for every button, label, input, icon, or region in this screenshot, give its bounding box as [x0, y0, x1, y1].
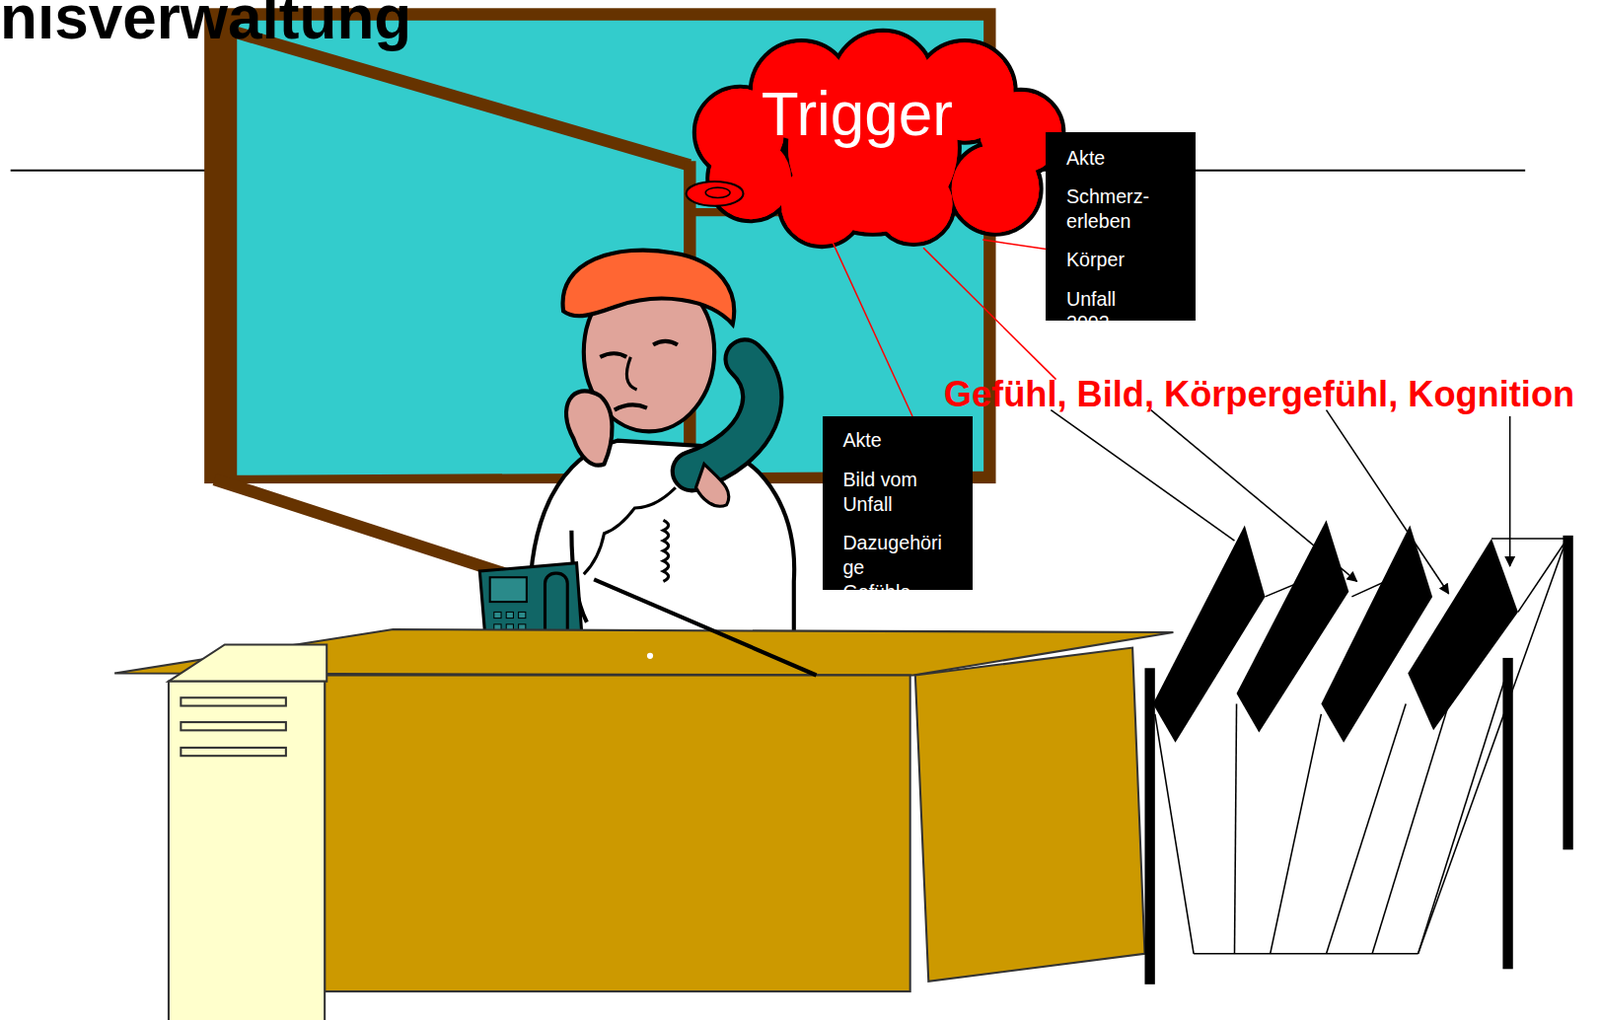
man-figure: [479, 250, 795, 670]
hand: [696, 463, 729, 507]
pointer-line: [1050, 410, 1235, 541]
thought-bubble: [705, 187, 730, 198]
file-card-line: Bild vom Unfall: [822, 467, 931, 517]
hair: [563, 250, 735, 325]
handset: [691, 359, 762, 472]
folder-tab: [1320, 525, 1433, 743]
tower-top: [168, 644, 327, 681]
drive-slot: [180, 697, 287, 706]
file-card-line: Akte: [1045, 145, 1154, 171]
folder-edge: [1270, 714, 1322, 954]
folder-edge: [1518, 540, 1567, 612]
folder-rail: [1502, 657, 1513, 969]
folder-tab: [1407, 538, 1519, 730]
folder-edge: [1155, 714, 1194, 954]
file-card: AkteBild vom UnfallDazugehöri ge Gefühle: [822, 416, 973, 590]
pointer-line: [1326, 410, 1450, 594]
thought-bubble: [685, 181, 743, 207]
phone-key: [506, 611, 513, 618]
eye: [653, 341, 678, 346]
folder-rail: [1144, 667, 1155, 985]
diagram-title: nisverwaltung: [0, 0, 412, 54]
hand: [566, 390, 612, 465]
handset-outline: [691, 359, 762, 472]
folder-rail: [1562, 535, 1573, 850]
desk-dot: [647, 653, 654, 659]
file-card-line: Akte: [822, 428, 931, 453]
desk-front: [324, 675, 911, 993]
folder-edge: [1491, 537, 1566, 540]
leader-line: [831, 239, 913, 417]
folder-edge: [1234, 703, 1237, 953]
shirt-buttons: [662, 519, 668, 582]
desk-side: [915, 648, 1146, 982]
phone-display: [490, 577, 527, 602]
folder-tabs: [1153, 519, 1519, 742]
drive-slot: [180, 747, 287, 756]
nose: [626, 357, 637, 390]
folder-edge: [1193, 952, 1418, 955]
tower-front: [168, 681, 325, 1020]
drive-slot: [180, 722, 287, 730]
file-card: AkteSchmerz- erlebenKörperUnfall 2002: [1045, 132, 1196, 320]
red-leader-line: [923, 247, 1056, 379]
pointer-lines: [1050, 410, 1510, 594]
file-card-line: Dazugehöri ge Gefühle: [822, 530, 931, 604]
cloud-fill: [709, 138, 792, 220]
pointer-line: [1509, 416, 1512, 567]
file-card-line: Körper: [1045, 247, 1154, 273]
window-frame: [204, 7, 996, 484]
eye: [599, 353, 627, 358]
cloud-label: Trigger: [668, 78, 1067, 149]
phone-key: [494, 611, 502, 618]
file-card-line: Unfall 2002: [1045, 287, 1154, 337]
mouth: [614, 404, 648, 410]
pointer-line: [1151, 410, 1358, 582]
trigger-cloud: Trigger: [668, 35, 1067, 240]
leader-line: [982, 239, 1046, 249]
window-bar: [236, 32, 690, 165]
phone-key: [518, 611, 526, 618]
file-card-line: Schmerz- erleben: [1045, 184, 1154, 234]
category-label: Gefühl, Bild, Körpergefühl, Kognition: [944, 373, 1575, 416]
phone-cord: [583, 487, 676, 575]
arm-line: [593, 579, 816, 675]
computer-tower: [168, 644, 327, 1020]
cloud-fill: [950, 145, 1039, 233]
folder-edge: [1326, 703, 1407, 953]
